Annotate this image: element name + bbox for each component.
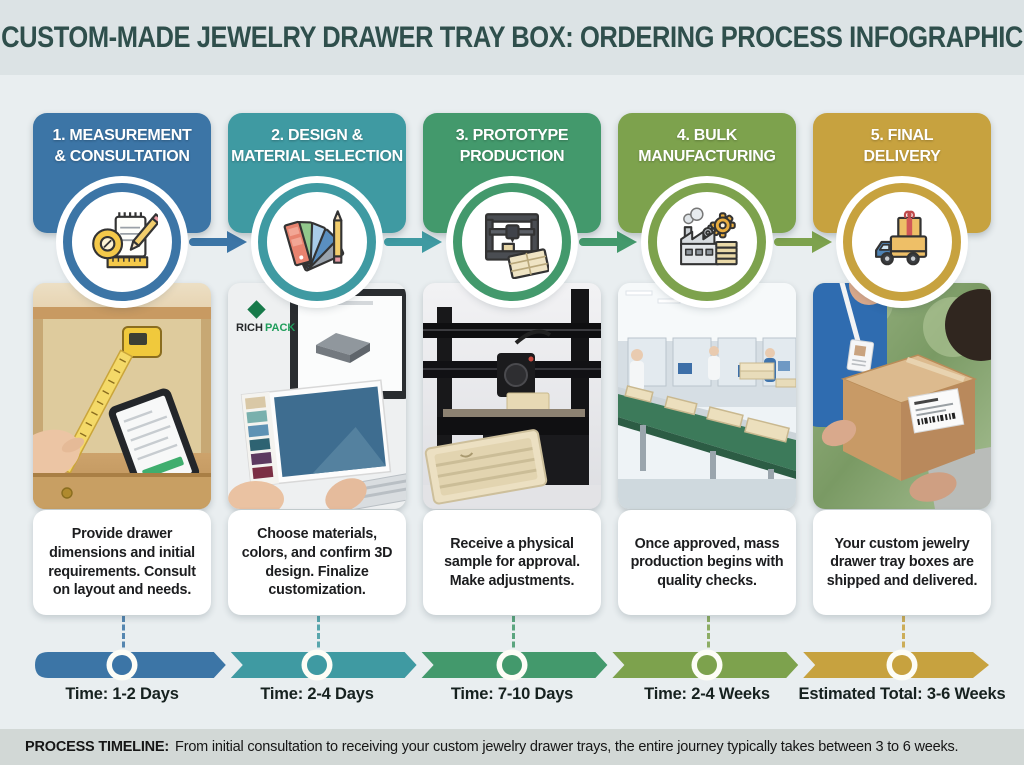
step-column-measurement: 1. MEASUREMENT & CONSULTATION: [33, 113, 211, 656]
timeline-bar: [35, 649, 989, 681]
step-description: Receive a physical sample for approval. …: [423, 510, 601, 615]
hand-left: [228, 481, 284, 509]
brand-part2: PACK: [265, 322, 295, 334]
step-photo-factory-line: [618, 283, 796, 509]
brand-part1: RICH: [236, 322, 263, 334]
step-title-line1: 3. PROTOTYPE: [455, 127, 569, 144]
trays-on-belt: [624, 385, 790, 443]
step-description: Choose materials, colors, and confirm 3D…: [228, 510, 406, 615]
footer-text: From initial consultation to receiving y…: [175, 739, 959, 755]
courier-hand: [821, 419, 857, 447]
footer-label: PROCESS TIMELINE:: [25, 739, 170, 755]
timeline-node-2: [301, 649, 333, 681]
step-description: Provide drawer dimensions and initial re…: [33, 510, 211, 615]
step-title-line1: 1. MEASUREMENT: [52, 127, 192, 144]
step-columns: 1. MEASUREMENT & CONSULTATION: [33, 113, 991, 656]
tape-measure-body: [122, 326, 162, 358]
delivery-truck-gift-icon: [874, 210, 928, 266]
footer-bar: PROCESS TIMELINE: From initial consultat…: [0, 729, 1024, 765]
timeline-node-5: [886, 649, 918, 681]
step-title-line2: MANUFACTURING: [638, 147, 776, 165]
timeline-node-3: [496, 649, 528, 681]
dashed-connector: [317, 616, 320, 656]
step-column-prototype: 3. PROTOTYPE PRODUCTION: [423, 113, 601, 656]
arrow-step3-to-step4: [579, 231, 637, 253]
arrow-step2-to-step3: [384, 231, 442, 253]
time-label-step3: Time: 7-10 Days: [450, 685, 574, 703]
step-description: Once approved, mass production begins wi…: [618, 510, 796, 615]
time-label-step4: Time: 2-4 Weeks: [644, 685, 770, 703]
recipient: [927, 289, 991, 509]
swatch-book: [240, 379, 392, 488]
step-photo-3d-printer: [423, 283, 601, 509]
step-title-line1: 2. DESIGN &: [271, 127, 363, 144]
factory-gears-icon: [680, 207, 738, 266]
design-selection-photo: RICH PACK: [228, 283, 406, 509]
color-swatches-pencil-icon: [283, 210, 345, 272]
monitor: [290, 289, 406, 399]
step-column-delivery: 5. FINAL DELIVERY: [813, 113, 991, 656]
step-title-line1: 5. FINAL: [870, 127, 934, 144]
richpack-logo-mark: [247, 300, 266, 319]
step-column-design: 2. DESIGN & MATERIAL SELECTION: [228, 113, 406, 656]
tray-stacks: [739, 362, 796, 388]
ring-tray: [424, 429, 548, 505]
print-bed: [443, 409, 585, 418]
recipient-hand: [909, 472, 957, 502]
dashed-connector: [707, 616, 710, 656]
time-label-step1: Time: 1-2 Days: [65, 685, 179, 703]
step-icon-circle: [453, 183, 571, 301]
richpack-logo: RICH PACK: [236, 300, 295, 334]
arrow-step1-to-step2: [189, 231, 247, 253]
step-photo-delivery-handoff: [813, 283, 991, 509]
drawer-measurement-photo: [33, 283, 211, 509]
process-board: 1. MEASUREMENT & CONSULTATION: [0, 75, 1024, 729]
cardboard-box: [821, 354, 978, 502]
time-label-step5: Estimated Total: 3-6 Weeks: [798, 685, 1006, 703]
dashed-connector: [902, 616, 905, 656]
step-title-line2: PRODUCTION: [459, 147, 565, 165]
tape-measure-notepad-icon: [92, 212, 158, 269]
step-title-line2: & CONSULTATION: [54, 147, 190, 165]
step-photo-drawer-measurement: [33, 283, 211, 509]
title-bar: CUSTOM-MADE JEWELRY DRAWER TRAY BOX: ORD…: [0, 0, 1024, 75]
3d-printer-tray-icon: [484, 213, 549, 279]
shipping-label: [907, 388, 965, 434]
hand: [33, 429, 85, 481]
timeline-node-4: [691, 649, 723, 681]
step-header: 5. FINAL DELIVERY: [813, 113, 991, 233]
arrow-step4-to-step5: [774, 231, 832, 253]
page-title: CUSTOM-MADE JEWELRY DRAWER TRAY BOX: ORD…: [1, 20, 1023, 54]
step-description: Your custom jewelry drawer tray boxes ar…: [813, 510, 991, 615]
step-title-line2: DELIVERY: [863, 147, 941, 165]
step-icon-circle: [258, 183, 376, 301]
hand-right: [325, 478, 367, 509]
time-label-step2: Time: 2-4 Days: [260, 685, 374, 703]
factory-photo: [618, 283, 796, 509]
printer-photo: [423, 283, 601, 509]
step-icon-circle: [648, 183, 766, 301]
step-column-manufacturing: 4. BULK MANUFACTURING: [618, 113, 796, 656]
extruder: [497, 329, 552, 397]
printed-sample: [506, 392, 550, 412]
dashed-connector: [512, 616, 515, 656]
step-title-line2: MATERIAL SELECTION: [231, 147, 403, 165]
tablet: [108, 388, 200, 497]
dashed-connector: [122, 616, 125, 656]
step-title-line1: 4. BULK: [676, 127, 738, 144]
delivery-photo: [813, 283, 991, 509]
step-photo-design-selection: RICH PACK: [228, 283, 406, 509]
step-icon-circle: [63, 183, 181, 301]
step-icon-circle: [843, 183, 961, 301]
timeline-node-1: [106, 649, 138, 681]
